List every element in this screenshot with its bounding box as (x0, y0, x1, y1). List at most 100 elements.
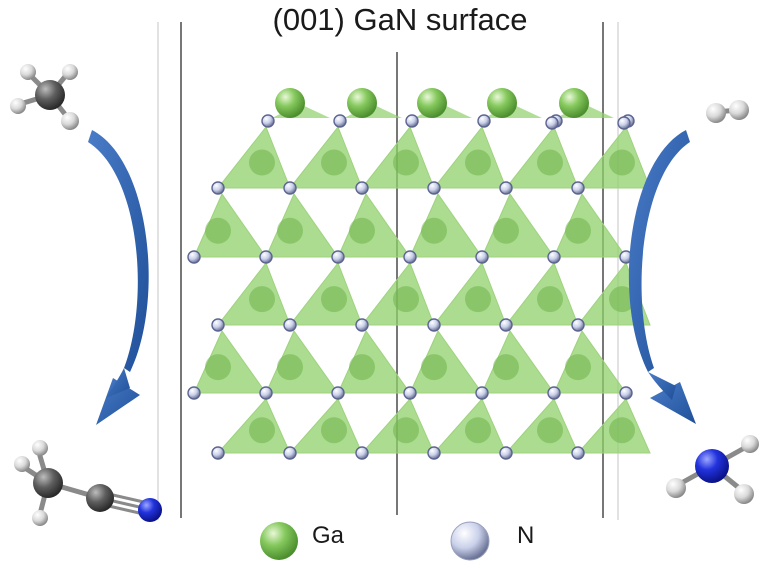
ga-atom (493, 217, 519, 244)
gan-lattice (187, 88, 651, 460)
n-legend-icon (450, 521, 490, 561)
n-atom (571, 446, 585, 460)
ga-atom (609, 149, 635, 176)
n-atom (333, 114, 347, 128)
n-atom (355, 181, 369, 195)
hydrogen-atom-icon (32, 510, 48, 526)
n-atom (355, 318, 369, 332)
ga-atom (609, 286, 635, 313)
n-atom (187, 386, 201, 400)
n-atom (211, 446, 225, 460)
n-atom (499, 181, 513, 195)
n-atom (283, 181, 297, 195)
ga-atom (537, 286, 563, 313)
n-atom (499, 318, 513, 332)
n-atom (571, 181, 585, 195)
ga-atom (321, 149, 347, 176)
ga-tetrahedron (553, 192, 627, 258)
hydrogen-atom-icon (729, 100, 749, 120)
ga-atom (249, 149, 275, 176)
ga-atom (565, 354, 591, 381)
n-atom (211, 181, 225, 195)
n-atom (545, 116, 559, 130)
n-atom (547, 250, 561, 264)
n-atom (477, 114, 491, 128)
ga-tetrahedron (193, 329, 267, 394)
ga-atom (393, 149, 419, 176)
n-atom (283, 318, 297, 332)
n-atom (211, 318, 225, 332)
ga-atom (421, 217, 447, 244)
ga-surface-atom (559, 88, 589, 118)
ga-tetrahedron (265, 329, 339, 394)
ga-atom (249, 417, 275, 444)
ga-atom (537, 149, 563, 176)
ga-atom (393, 417, 419, 444)
hydrogen-atom-icon (706, 103, 726, 123)
ammonia-molecule (666, 435, 759, 504)
left-reaction-arrow (88, 130, 149, 425)
ga-atom (493, 354, 519, 381)
hydrogen-molecule (706, 100, 749, 123)
ga-atom (205, 217, 231, 244)
ga-atom (249, 286, 275, 313)
n-atom (571, 318, 585, 332)
nitrogen-atom-icon (138, 498, 162, 522)
hydrogen-atom-icon (10, 98, 26, 114)
ga-tetrahedron (481, 329, 555, 394)
hydrogen-atom-icon (20, 64, 36, 80)
n-atom (475, 250, 489, 264)
ga-legend-icon (260, 522, 298, 560)
ga-atom (393, 286, 419, 313)
ga-tetrahedron (409, 329, 483, 394)
nitrogen-atom-icon (695, 449, 729, 483)
ga-atom (321, 417, 347, 444)
hydrogen-atom-icon (666, 478, 686, 498)
hydrogen-atom-icon (14, 456, 30, 472)
n-atom (403, 386, 417, 400)
n-atom (547, 386, 561, 400)
ga-surface-atom (487, 88, 517, 118)
n-atom (475, 386, 489, 400)
hydrogen-atom-icon (32, 440, 48, 456)
ga-atom (349, 354, 375, 381)
n-atom (331, 386, 345, 400)
ga-tetrahedron (337, 192, 411, 258)
n-atom (355, 446, 369, 460)
n-atom (499, 446, 513, 460)
ga-tetrahedron (481, 192, 555, 258)
right-reaction-arrow (628, 130, 696, 424)
n-atom (283, 446, 297, 460)
carbon-atom-icon (33, 468, 63, 498)
ga-tetrahedron (409, 192, 483, 258)
ga-tetrahedron (193, 192, 267, 258)
ga-atom (349, 217, 375, 244)
n-atom (259, 386, 273, 400)
ga-atom (465, 149, 491, 176)
ga-tetrahedron (553, 329, 627, 394)
ga-atom (465, 286, 491, 313)
ga-tetrahedron (265, 192, 339, 258)
n-atom (331, 250, 345, 264)
ga-tetrahedron (337, 329, 411, 394)
n-atom (403, 250, 417, 264)
diagram-title: (001) GaN surface (272, 2, 528, 37)
acetonitrile-molecule (14, 440, 162, 526)
ga-surface-atom (275, 88, 305, 118)
n-atom (427, 318, 441, 332)
n-atom (405, 114, 419, 128)
hydrogen-atom-icon (734, 484, 754, 504)
ga-atom (565, 217, 591, 244)
carbon-atom-icon (35, 80, 65, 110)
ga-atom (421, 354, 447, 381)
ga-atom (277, 217, 303, 244)
n-atom (261, 114, 275, 128)
legend-n-label: N (517, 522, 535, 549)
ga-atom (609, 417, 635, 444)
n-atom (427, 181, 441, 195)
hydrogen-atom-icon (741, 435, 759, 453)
ga-atom (205, 354, 231, 381)
n-atom (187, 250, 201, 264)
ga-surface-atom (347, 88, 377, 118)
